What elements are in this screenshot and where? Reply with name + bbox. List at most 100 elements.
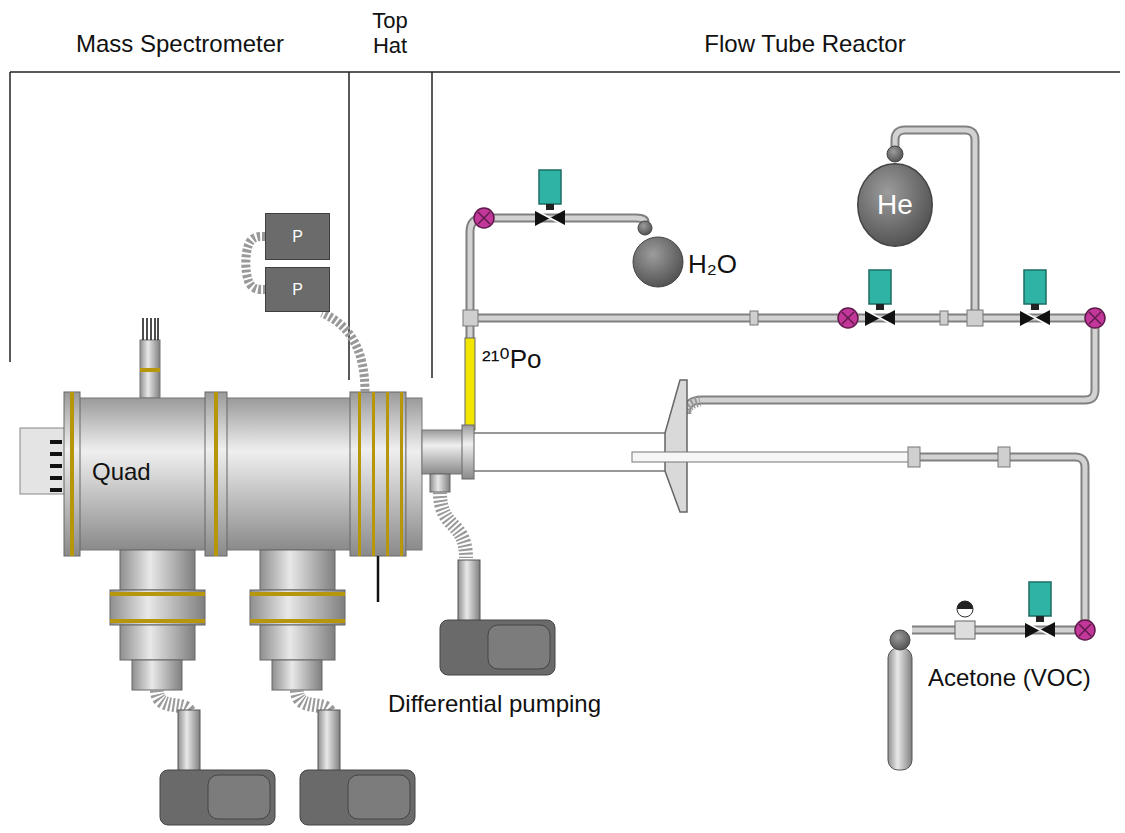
vacuum-pump — [430, 474, 450, 492]
flow-tube — [998, 447, 1010, 467]
mass-spectrometer — [150, 318, 152, 340]
section-heading: Flow Tube Reactor — [704, 30, 905, 58]
acetone-bottle — [890, 630, 910, 650]
section-heading: Mass Spectrometer — [76, 30, 284, 58]
gas-lines — [470, 130, 1095, 630]
manual-valve — [1085, 308, 1105, 328]
mass-spectrometer — [154, 318, 156, 340]
mass-spectrometer — [143, 318, 158, 340]
mass-spectrometer — [350, 392, 406, 556]
vacuum-pump — [157, 690, 189, 712]
manual-valve — [838, 308, 858, 328]
gas-lines — [470, 318, 1095, 414]
mass-spectrometer — [422, 430, 464, 474]
vacuum-pump — [297, 690, 329, 712]
part-label: Quad — [92, 458, 151, 486]
vacuum-pump — [250, 550, 345, 690]
mass-spectrometer — [400, 392, 403, 556]
mass-spectrometer — [64, 392, 80, 556]
section-frame — [9, 72, 11, 362]
mass-spectrometer — [70, 392, 74, 556]
gas-lines — [912, 457, 1085, 630]
node-text: P — [292, 228, 303, 246]
mass-spectrometer — [70, 398, 210, 550]
water-reservoir — [638, 221, 652, 235]
mass-spectrometer — [50, 452, 62, 456]
water-reservoir — [633, 237, 683, 287]
source-label: ²¹⁰Po — [482, 345, 542, 375]
acetone-bottle — [888, 648, 912, 770]
pressure-regulator — [955, 601, 975, 639]
mass-spectrometer — [50, 488, 62, 492]
flow-tube — [665, 380, 687, 512]
pressure-regulator — [955, 621, 975, 639]
manual-valve — [474, 208, 1105, 640]
pressure-gauge: P — [265, 213, 330, 260]
part-label: Differential pumping — [388, 690, 601, 718]
mass-spectrometer — [372, 392, 375, 556]
mass-spectrometer — [214, 392, 218, 556]
gas-lines — [470, 218, 645, 318]
helium-bulb: He — [857, 163, 933, 247]
reagent-label: Acetone (VOC) — [928, 664, 1091, 692]
pressure-regulator — [957, 601, 973, 609]
solenoid-valve — [535, 170, 1055, 638]
mass-spectrometer — [157, 318, 159, 340]
mass-spectrometer — [146, 318, 148, 340]
mass-spectrometer — [20, 428, 68, 494]
vacuum-pump — [110, 474, 555, 825]
vacuum-pump — [160, 710, 275, 825]
gas-lines — [470, 318, 1095, 414]
acetone-bottle — [888, 630, 912, 770]
node-text: P — [292, 281, 303, 299]
manual-valve — [474, 208, 494, 228]
tee-fitting — [463, 310, 983, 326]
node-text: He — [877, 190, 913, 221]
mass-spectrometer — [140, 368, 160, 372]
solenoid-valve — [1025, 582, 1055, 638]
mass-spectrometer — [50, 440, 62, 444]
section-heading: Top Hat — [359, 8, 421, 59]
mass-spectrometer — [205, 392, 227, 556]
vacuum-pump — [440, 492, 466, 558]
solenoid-valve — [1020, 270, 1050, 326]
tee-fitting — [967, 310, 983, 326]
tee-fitting — [750, 311, 758, 325]
solenoid-valve — [865, 270, 895, 326]
flow-tube — [472, 380, 1010, 512]
mass-spectrometer — [225, 398, 355, 550]
vacuum-pump — [110, 550, 205, 690]
mass-spectrometer — [406, 398, 422, 550]
gas-lines — [470, 218, 645, 318]
mass-spectrometer — [462, 425, 474, 479]
section-frame — [10, 72, 1120, 380]
polonium-source — [465, 338, 475, 430]
gas-lines — [912, 457, 1085, 630]
pressure-regulator — [957, 601, 973, 617]
section-frame — [431, 72, 433, 378]
helium-valve-knob — [887, 146, 903, 162]
flow-tube — [632, 452, 915, 462]
tee-fitting — [463, 310, 478, 326]
reagent-label: H₂O — [688, 250, 737, 280]
tee-fitting — [940, 311, 948, 325]
water-reservoir — [633, 221, 683, 287]
mass-spectrometer — [50, 464, 62, 468]
gauge-cable — [246, 237, 265, 290]
mass-spectrometer — [140, 340, 160, 398]
manual-valve — [1075, 620, 1095, 640]
pressure-gauge: P — [265, 267, 330, 312]
mass-spectrometer — [50, 476, 62, 480]
flex-hose — [686, 401, 700, 414]
gauge-cable — [322, 313, 365, 392]
solenoid-valve — [535, 170, 565, 226]
section-frame — [10, 71, 1120, 73]
mass-spectrometer — [386, 392, 389, 556]
flow-tube — [908, 447, 920, 467]
vacuum-pump — [300, 710, 415, 825]
mass-spectrometer — [377, 556, 380, 602]
bulb-shape — [858, 164, 932, 246]
mass-spectrometer — [358, 392, 361, 556]
vacuum-pump — [440, 560, 555, 675]
